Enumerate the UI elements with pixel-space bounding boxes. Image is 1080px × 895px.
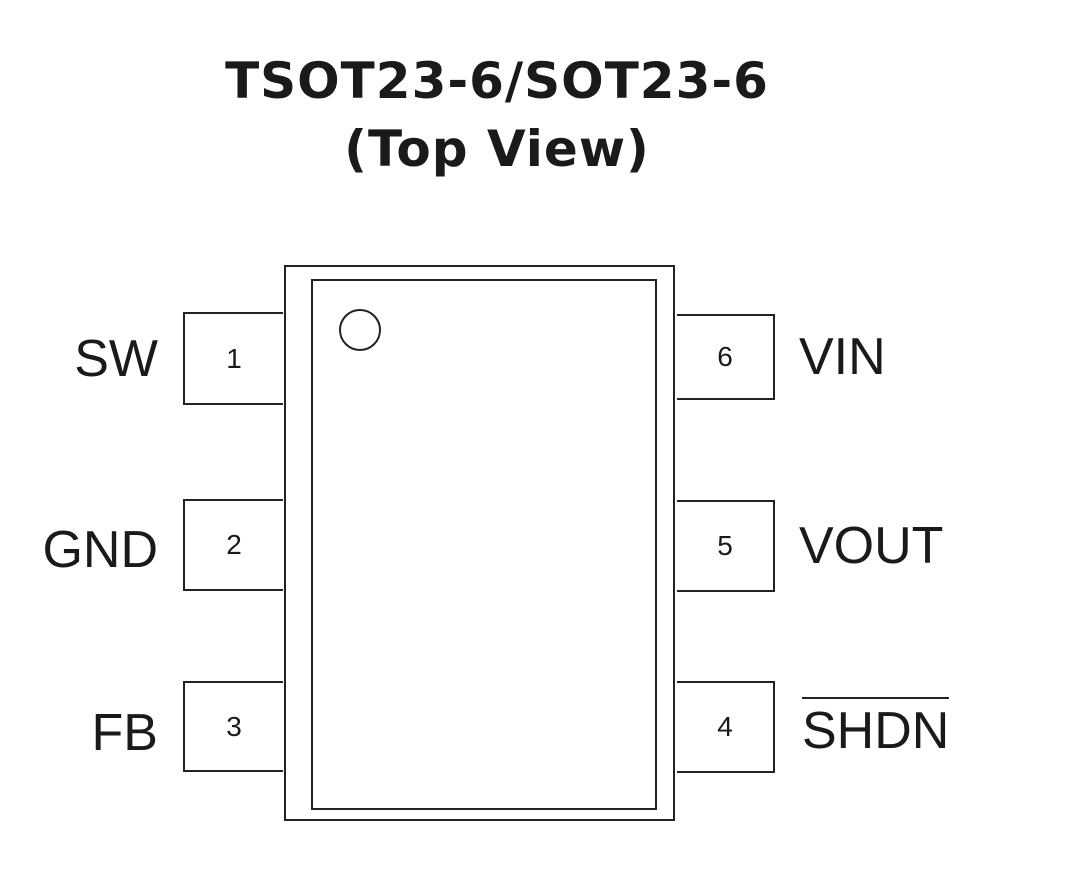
pin-3-pad: 3 [183, 681, 283, 772]
pin-1-name: SW [74, 330, 158, 388]
package-body-inner-outline [311, 279, 657, 810]
pin-1-pad: 1 [183, 312, 283, 405]
pin-2-name: GND [42, 521, 158, 579]
pin-3-name: FB [91, 704, 158, 762]
package-title: TSOT23-6/SOT23-6 [225, 52, 769, 110]
pin-2-number: 2 [226, 529, 242, 560]
pin1-indicator-icon [339, 309, 381, 351]
pin-6-name: VIN [799, 328, 886, 386]
pin-2-pad: 2 [183, 499, 283, 591]
pin-5-name: VOUT [799, 517, 944, 575]
pin-4-pad: 4 [677, 681, 775, 773]
pin-3-number: 3 [226, 710, 242, 742]
pin-6-pad: 6 [677, 314, 775, 400]
pin-5-pad: 5 [677, 500, 775, 592]
pin-4-number: 4 [717, 711, 733, 742]
pin-5-number: 5 [717, 530, 733, 561]
pin-1-number: 1 [226, 342, 242, 374]
package-body-outline [284, 265, 675, 821]
active-low-overbar: SHDN [802, 697, 950, 757]
pin-4-name: SHDN [802, 697, 950, 757]
pin-6-number: 6 [717, 341, 733, 372]
view-subtitle: (Top View) [344, 120, 650, 178]
